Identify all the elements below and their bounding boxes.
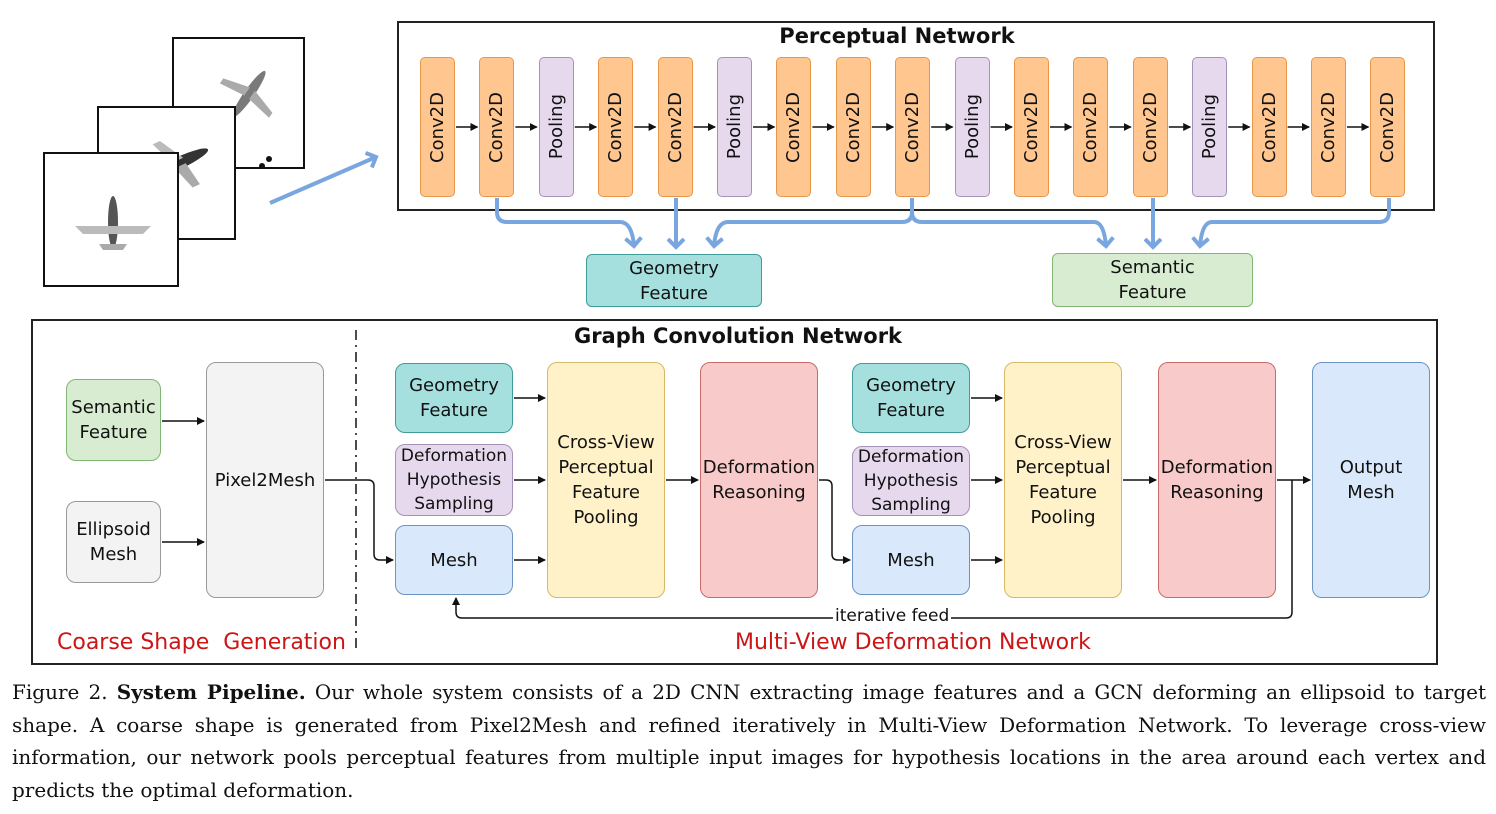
sem-route-3: [1200, 198, 1391, 246]
stage1-geometry-feature-label: Geometry Feature: [409, 375, 499, 421]
stage2-mesh-box: Mesh: [852, 525, 970, 595]
stage2-deformation-reasoning-label: Deformation Reasoning: [1160, 457, 1274, 503]
layer-10-pooling: Pooling: [954, 57, 990, 197]
layer-7-conv2d: Conv2D: [776, 57, 812, 197]
output-mesh-box: Output Mesh: [1312, 362, 1430, 598]
input-view-1: [43, 152, 179, 287]
caption-bold: System Pipeline.: [116, 680, 306, 704]
layer-11-conv2d: Conv2D: [1014, 57, 1049, 197]
stage2-hypothesis-label: Deformation Hypothesis Sampling: [857, 447, 965, 515]
layer-5-conv2d: Conv2D: [657, 57, 693, 197]
layer-3-pooling: Pooling: [538, 57, 574, 197]
geometry-feature-label: Geometry Feature: [629, 257, 719, 304]
figure-caption: Figure 2. System Pipeline. Our whole sys…: [12, 676, 1486, 806]
stage1-hypothesis-box: Deformation Hypothesis Sampling: [395, 444, 513, 516]
pixel2mesh-label: Pixel2Mesh: [214, 469, 316, 491]
sem-route-1: [910, 211, 1106, 246]
stage2-mesh-label: Mesh: [887, 549, 935, 571]
geo-route-3: [714, 198, 914, 246]
layer-17-conv2d: Conv2D: [1370, 57, 1406, 197]
perceptual-network-frame: [397, 21, 1435, 211]
airplane-icon: [219, 70, 273, 167]
iterative-feed-label: iterative feed: [833, 606, 952, 626]
layer-14-pooling: Pooling: [1192, 57, 1228, 197]
stage1-mesh-box: Mesh: [395, 525, 513, 595]
output-mesh-label: Output Mesh: [1339, 457, 1403, 503]
caption-prefix: Figure 2.: [12, 680, 117, 704]
stage2-geometry-feature-label: Geometry Feature: [866, 375, 956, 421]
ellipsoid-mesh-box: Ellipsoid Mesh: [66, 501, 161, 583]
layer-13-conv2d: Conv2D: [1132, 57, 1168, 197]
stage2-cross-view-pooling-label: Cross-View Perceptual Feature Pooling: [1014, 432, 1112, 528]
semantic-feature-box: Semantic Feature: [1052, 253, 1253, 307]
stage1-mesh-label: Mesh: [430, 549, 478, 571]
coarse-shape-generation-label: Coarse Shape Generation: [57, 630, 346, 655]
semantic-feature-label: Semantic Feature: [1110, 257, 1195, 303]
perceptual-network-title: Perceptual Network: [779, 24, 1015, 48]
layer-8-conv2d: Conv2D: [835, 57, 871, 197]
layer-15-conv2d: Conv2D: [1251, 57, 1287, 197]
multi-view-deformation-network-label: Multi-View Deformation Network: [735, 630, 1091, 655]
stage1-hypothesis-label: Deformation Hypothesis Sampling: [400, 446, 508, 514]
layer-2-conv2d: Conv2D: [479, 57, 515, 197]
geometry-feature-box: Geometry Feature: [586, 254, 762, 307]
layer-4-conv2d: Conv2D: [598, 57, 634, 197]
layer-9-conv2d: Conv2D: [895, 57, 931, 197]
stage1-cross-view-pooling-box: Cross-View Perceptual Feature Pooling: [547, 362, 665, 598]
stage2-cross-view-pooling-box: Cross-View Perceptual Feature Pooling: [1004, 362, 1122, 598]
coarse-semantic-feature-box: Semantic Feature: [66, 379, 161, 461]
layer-16-conv2d: Conv2D: [1311, 57, 1346, 197]
ellipsoid-mesh-label: Ellipsoid Mesh: [76, 519, 151, 565]
gcn-title: Graph Convolution Network: [573, 324, 903, 348]
stage1-cross-view-pooling-label: Cross-View Perceptual Feature Pooling: [557, 432, 655, 528]
stage1-deformation-reasoning-box: Deformation Reasoning: [700, 362, 818, 598]
stage2-deformation-reasoning-box: Deformation Reasoning: [1158, 362, 1276, 598]
airplane-icon: [75, 196, 151, 250]
gcn-frame: [31, 319, 1438, 665]
layer-6-pooling: Pooling: [717, 57, 752, 197]
coarse-semantic-feature-label: Semantic Feature: [71, 397, 156, 443]
stage1-deformation-reasoning-label: Deformation Reasoning: [702, 457, 816, 503]
geo-route-1: [495, 198, 634, 246]
layer-12-conv2d: Conv2D: [1073, 57, 1109, 197]
stage2-hypothesis-box: Deformation Hypothesis Sampling: [852, 446, 970, 516]
caption-text: Our whole system consists of a 2D CNN ex…: [12, 680, 1487, 802]
input-arrow: [269, 157, 376, 205]
pixel2mesh-box: Pixel2Mesh: [206, 362, 324, 598]
layer-1-conv2d: Conv2D: [420, 57, 455, 197]
stage2-geometry-feature-box: Geometry Feature: [852, 363, 970, 433]
stage1-geometry-feature-box: Geometry Feature: [395, 363, 513, 433]
